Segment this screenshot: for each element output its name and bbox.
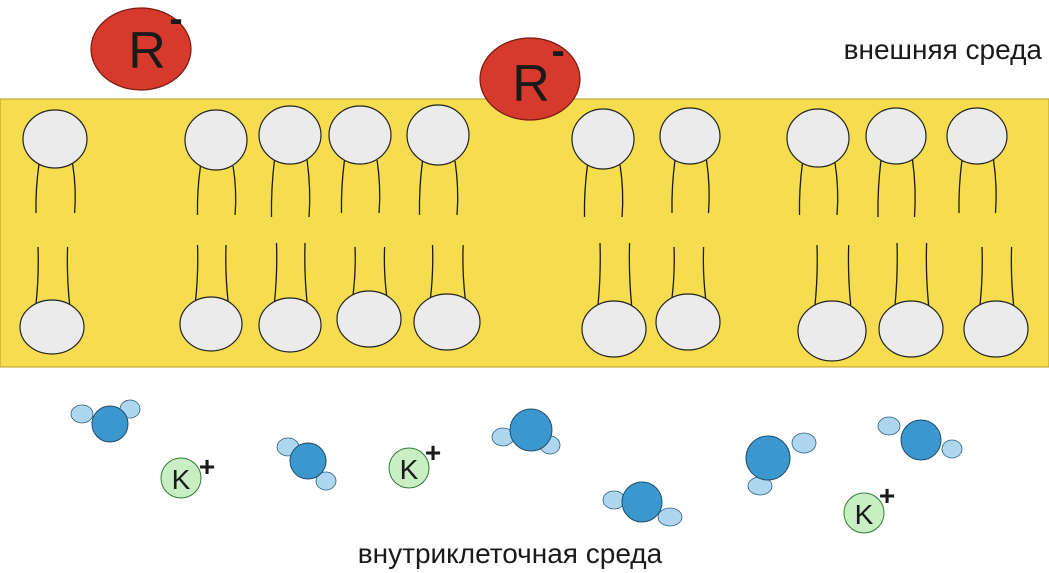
lipid-tail-lower [383,246,388,296]
lipid-tail-lower [352,246,356,296]
lipid-tail-lower [225,244,229,302]
outer-environment-label: внешняя среда [844,34,1043,65]
water-molecule [745,432,817,496]
hydrogen-atom [315,471,337,491]
lipid-head-inner [797,300,867,362]
lipid-head-outer [258,105,322,165]
anion-letter: R [512,55,550,113]
lipid-tails [35,159,1015,306]
lipid-head-inner [179,296,243,352]
lipid-head-inner [655,293,721,351]
cation-charge: + [879,480,895,511]
lipid-head-outer [786,108,850,168]
lipid-tail-lower [429,244,434,299]
lipid-tail-upper [992,159,997,214]
lipid-tail-upper [35,163,40,214]
lipid-tail-lower [194,244,199,302]
cation-k-2: K + [388,437,441,489]
lipid-tail-lower [814,244,818,306]
lipid-tail-upper [619,164,624,218]
cation-charge: + [425,437,441,468]
water-molecule [877,416,963,461]
water-molecule [276,437,337,491]
lipid-tail-upper [798,162,804,216]
anion-charge: - [551,29,564,73]
lipid-head-inner [963,300,1029,358]
lipid-tail-lower [979,246,983,306]
lipid-head-inner [878,300,944,358]
hydrogen-atom [657,507,683,527]
oxygen-atom [900,419,942,461]
lipid-tail-lower [304,242,308,303]
lipid-tail-upper [911,159,916,218]
lipid-head-outer [184,109,248,171]
hydrogen-atom [70,404,94,424]
water-molecules [70,399,963,527]
lipid-tail-lower [671,246,675,299]
oxygen-atom [91,405,129,443]
lipid-tail-upper [705,159,710,214]
anion-r-left: R - [90,0,192,91]
lipid-tail-lower [462,244,466,299]
hydrogen-atom [791,432,817,454]
lipid-tail-upper [376,159,381,214]
oxygen-atom [509,408,553,452]
lipid-head-inner [581,300,647,358]
cation-letter: K [400,454,419,485]
lipid-tail-lower [847,244,852,306]
lipid-tail-upper [418,160,424,216]
lipid-head-outer [406,104,470,166]
lipid-tail-lower [925,242,930,306]
lipid-tail-lower [1010,246,1015,306]
lipid-head-inner [258,297,322,353]
lipid-head-inner [19,299,85,355]
lipid-tail-lower [597,242,601,306]
hydrogen-atom [941,439,963,459]
lipid-head-outer [22,109,88,169]
lipid-tail-lower [35,246,39,305]
cation-k-1: K + [160,451,215,499]
cation-k-3: K + [843,480,895,534]
lipid-tail-upper [232,165,237,216]
lipid-tail-lower [66,246,71,305]
lipid-tail-upper [454,160,459,216]
lipid-tail-upper [958,159,963,214]
lipid-head-outer [659,107,721,165]
lipid-heads [19,104,1029,362]
lipid-head-outer [328,105,392,165]
oxygen-atom [745,435,791,481]
lipid-tail-lower [628,242,633,306]
lipid-tail-upper [834,162,839,216]
cation-letter: K [855,499,874,530]
anion-charge: - [169,0,182,41]
lipid-tail-lower [273,242,278,303]
lipid-head-outer [571,108,635,170]
lipid-tail-upper [583,164,589,218]
water-molecule [602,481,683,527]
anion-r-center: R - [479,29,581,121]
hydrogen-atom [877,416,901,436]
water-molecule [70,399,141,443]
lipid-tail-upper [196,165,202,216]
water-molecule [491,408,561,455]
anion-letter: R [128,22,166,80]
oxygen-atom [289,442,327,480]
lipid-tail-upper [71,163,76,214]
lipid-tail-upper [270,159,276,218]
lipid-tail-upper [306,159,311,218]
lipid-head-outer [946,107,1008,165]
cation-charge: + [199,451,215,482]
cation-letter: K [172,464,191,495]
lipid-head-inner [413,293,481,351]
lipid-tail-lower [702,246,707,299]
lipid-tail-lower [894,242,898,306]
lipid-tail-upper [671,159,676,214]
lipid-tail-upper [340,159,346,214]
lipid-head-outer [865,107,927,165]
lipid-head-inner [336,290,402,348]
oxygen-atom [621,481,663,523]
inner-environment-label: внутриклеточная среда [358,538,663,569]
lipid-tail-upper [877,159,882,218]
